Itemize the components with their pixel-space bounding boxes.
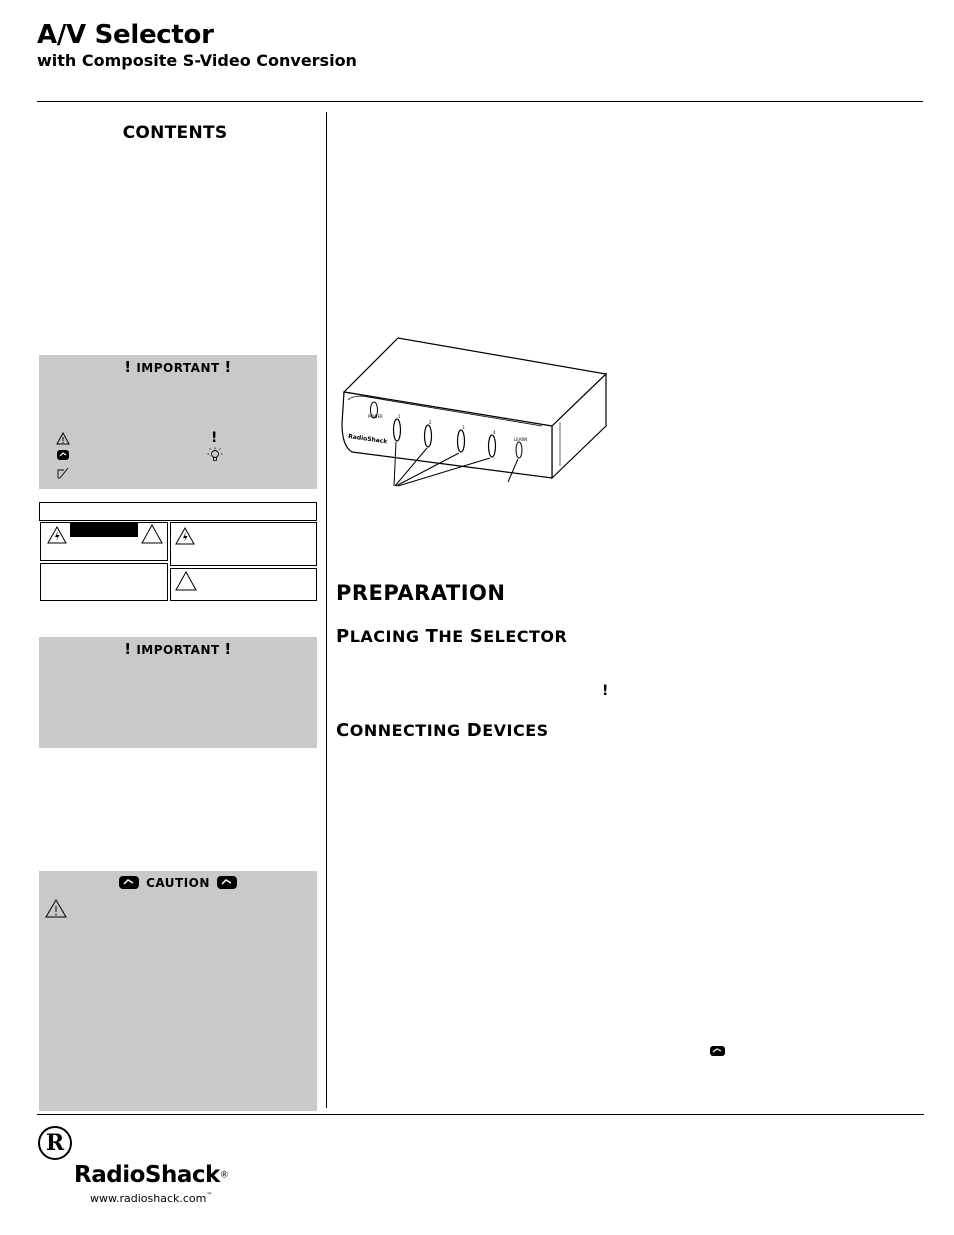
radioshack-logo-mark: R [38, 1126, 72, 1160]
caution-hand-icon [216, 876, 237, 889]
document-subtitle: with Composite S-Video Conversion [37, 51, 357, 70]
warning-label-cell [170, 522, 317, 566]
footer-rule [37, 1114, 924, 1115]
subheading-placing-the-selector: PLACING THE SELECTOR [336, 626, 568, 647]
caution-hand-icon [119, 876, 140, 889]
header-rule [37, 101, 923, 102]
caution-box: CAUTION [39, 871, 317, 1111]
exclamation-icon: ! [224, 358, 232, 376]
lightning-triangle-icon [47, 526, 67, 544]
warning-label-cell [40, 563, 168, 601]
document-title: A/V Selector [37, 20, 214, 50]
subheading-connecting-devices: CONNECTING DEVICES [336, 720, 549, 741]
caution-hand-icon [57, 450, 69, 460]
exclamation-icon: ! [124, 358, 132, 376]
website-url: www.radioshack.com™ [90, 1192, 213, 1205]
caution-label: CAUTION [146, 875, 210, 890]
important-box: ! IMPORTANT ! [39, 637, 317, 748]
section-heading-preparation: PREPARATION [336, 581, 506, 605]
caution-hand-icon [710, 1046, 725, 1056]
exclamation-icon: ! [124, 640, 132, 658]
exclamation-icon: ! [602, 683, 609, 699]
caution-heading: CAUTION [39, 875, 317, 890]
note-pencil-icon [57, 467, 69, 479]
important-heading: ! IMPORTANT ! [39, 640, 317, 658]
important-heading: ! IMPORTANT ! [39, 358, 317, 376]
exclamation-triangle-icon [175, 571, 197, 591]
important-label: IMPORTANT [136, 361, 220, 375]
channel-1-label: 1 [398, 414, 401, 419]
lightning-triangle-icon [175, 527, 195, 545]
channel-3-label: 3 [462, 425, 465, 430]
exclamation-triangle-icon [141, 524, 163, 544]
contents-heading: CONTENTS [122, 123, 228, 143]
column-divider [326, 112, 327, 1108]
av-selector-illustration: POWER RadioShack 1 2 3 4 LEARN [341, 337, 608, 487]
radioshack-logo-text: RadioShack® [74, 1162, 229, 1188]
power-label: POWER [368, 414, 383, 419]
warning-label-header [39, 502, 317, 521]
important-box: ! IMPORTANT ! ! [39, 355, 317, 489]
warning-label-cell [170, 568, 317, 601]
warning-triangle-icon [56, 432, 70, 445]
lightbulb-icon [207, 447, 223, 461]
channel-4-label: 4 [493, 430, 496, 435]
exclamation-icon: ! [224, 640, 232, 658]
channel-2-label: 2 [429, 420, 432, 425]
learn-label: LEARN [514, 437, 527, 442]
caution-label-bar [70, 523, 138, 537]
warning-triangle-icon [45, 899, 67, 918]
exclamation-icon: ! [211, 430, 218, 446]
important-label: IMPORTANT [136, 643, 220, 657]
warning-label-cell [40, 522, 168, 561]
